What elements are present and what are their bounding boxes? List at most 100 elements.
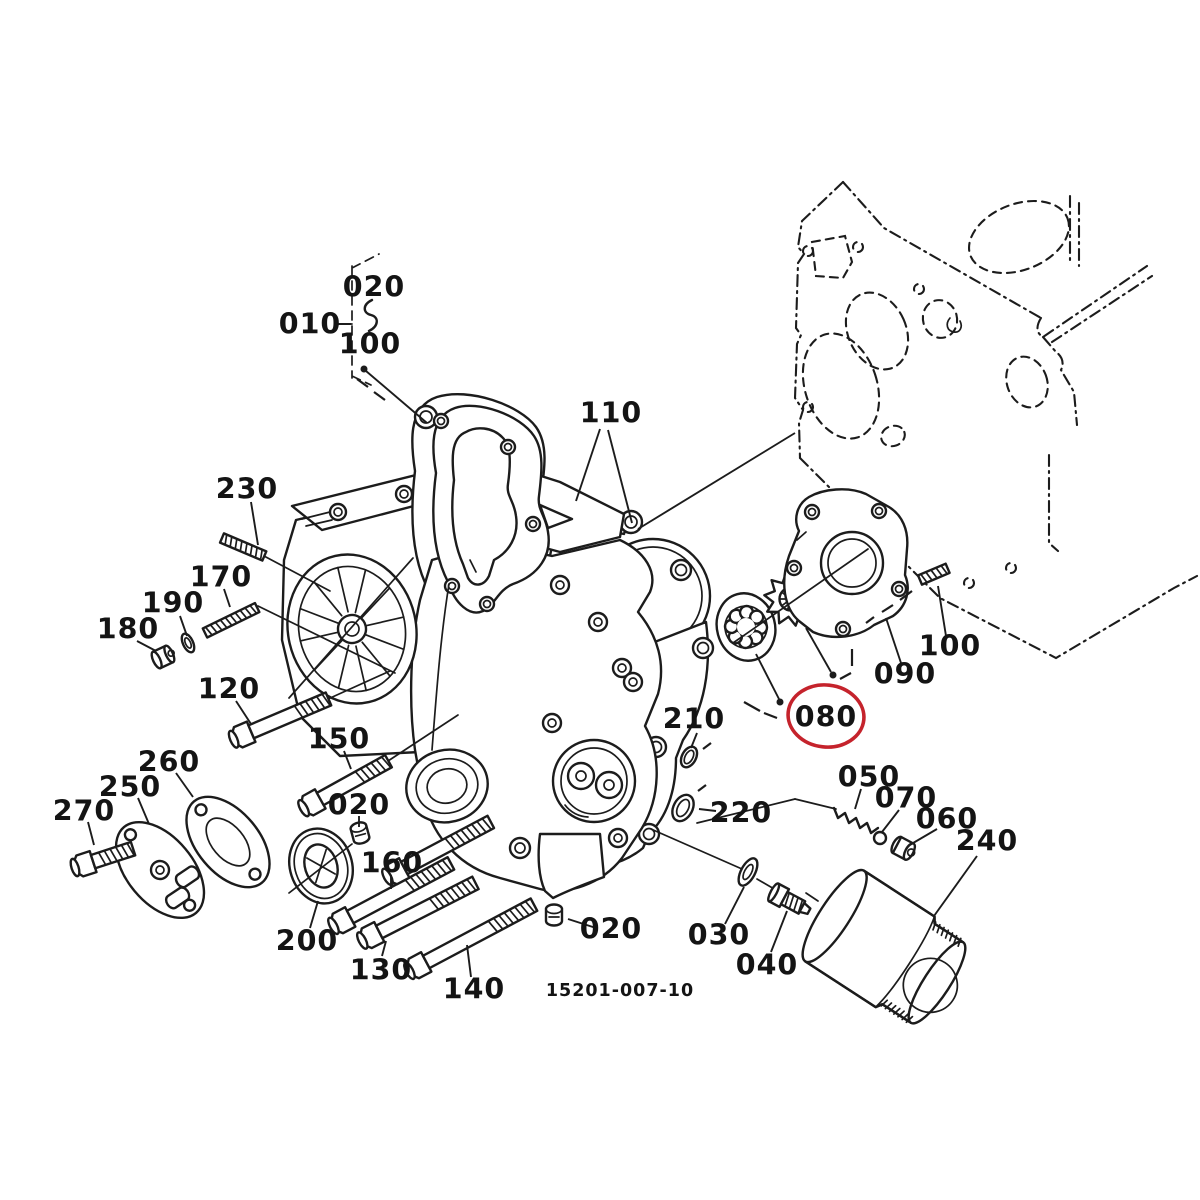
part-label-030: 030 [688,919,751,952]
ball-part [872,830,888,846]
part-label-190: 190 [142,587,205,620]
group-bracket-010 [334,253,380,386]
part-label-220: 220 [710,797,773,830]
leader-line [343,750,352,770]
part-label-140: 140 [443,973,506,1006]
leader-line [137,797,150,825]
leader-dot [360,365,368,373]
cover-plate-250 [114,820,206,920]
dash-mark [743,701,761,712]
leader-line [309,900,319,929]
leader-line [724,886,745,925]
leader-line [637,432,796,530]
dash-mark [865,616,875,624]
axis-line [732,548,869,644]
oil-pump-outer-rotor [715,592,777,662]
dash-mark [881,604,894,613]
axis-line [794,798,837,810]
part-label-020: 020 [343,271,406,304]
part-label-160: 160 [361,847,424,880]
leader-line [933,855,978,917]
leader-line [250,501,259,546]
part-label-110: 110 [580,397,643,430]
dash-mark [763,711,778,720]
gasket-260 [185,795,271,889]
valve-part [767,882,812,916]
stud-part [201,601,261,639]
bolt-part [327,856,456,936]
axis-line [288,557,414,699]
leader-dot [776,698,784,706]
leader-line [881,809,900,833]
leader-line [223,588,231,608]
leader-line [770,910,788,953]
nut-part [150,644,176,670]
part-label-070: 070 [875,782,938,815]
part-label-210: 210 [663,703,726,736]
smallplug-part [890,835,917,861]
axis-line [327,670,391,700]
leader-line [575,428,601,502]
oil-filter-240 [801,868,967,1025]
part-label-180: 180 [97,613,160,646]
part-label-010: 010 [279,308,342,341]
dash-mark [356,378,369,388]
leader-line [937,585,947,637]
leader-line [87,821,95,846]
axis-line [288,843,353,894]
part-label-020: 020 [580,913,643,946]
leader-line [175,772,194,798]
part-label-100: 100 [339,328,402,361]
washer-part [737,857,759,887]
leader-line [235,700,252,725]
leader-line [755,653,780,700]
axis-line [805,892,819,902]
dash-mark [373,391,386,401]
part-label-040: 040 [736,949,799,982]
water-pump-face-holes [432,412,542,613]
axis-line [387,714,459,762]
part-label-240: 240 [956,825,1019,858]
leader-line [854,788,862,810]
leader-line [805,627,832,673]
oring-part [679,745,699,769]
block-bolt-holes-phantom [801,240,1018,590]
dash-mark [839,672,852,680]
part-label-050: 050 [838,761,901,794]
stud-part [916,562,951,586]
oil-seal-200 [288,827,354,905]
leader-line [885,617,902,664]
axis-line [650,828,743,870]
dash-mark [697,784,707,792]
washer-part [180,632,196,654]
highlight-circle-080 [786,683,866,749]
leader-line [179,615,188,637]
part-label-090: 090 [874,658,937,691]
crankshaft-hole [405,748,489,824]
oil-pump-cover-plate-090 [783,488,909,639]
part-label-200: 200 [276,925,339,958]
part-label-020: 020 [328,789,391,822]
bolt-part [69,840,137,878]
oil-pump-boss [551,738,637,824]
bolt-part [227,691,333,749]
relief-spring-050 [832,806,880,835]
plug-part [544,903,564,927]
drain-boss [537,832,606,900]
part-label-150: 150 [308,723,371,756]
plate-bolt-holes [785,502,908,638]
leader-line [466,944,472,978]
axis-line [696,798,796,824]
part-label-080-highlighted: 080 [795,701,858,734]
part-label-270: 270 [53,795,116,828]
part-label-260: 260 [138,746,201,779]
stud-part [218,532,268,562]
leader-dot [829,671,837,679]
part-label-130: 130 [350,954,413,987]
cylinder-bores-phantom [801,199,1071,448]
dash-mark [899,590,913,601]
leader-line [690,732,698,749]
leader-line [607,429,633,524]
